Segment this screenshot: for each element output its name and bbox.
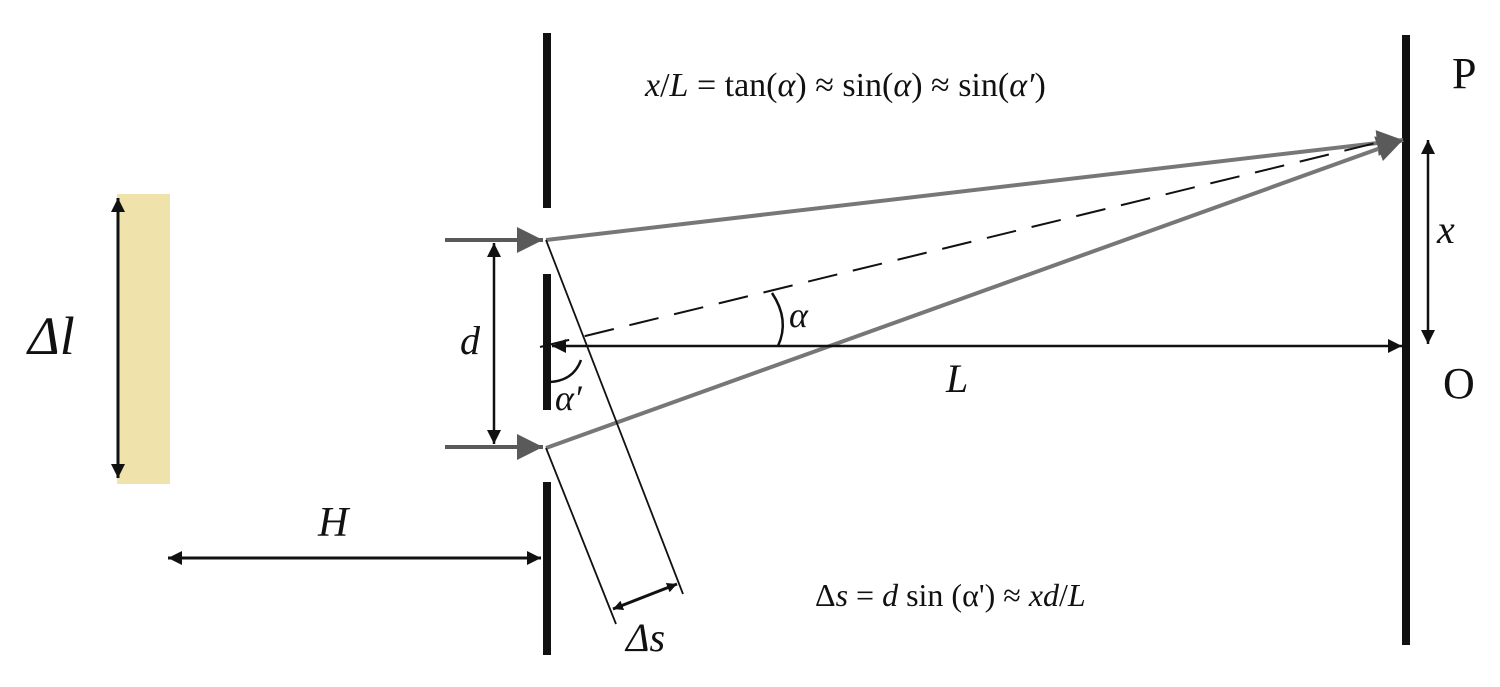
alpha-prime-label: α′ <box>555 378 583 418</box>
alpha-prime-arc <box>546 359 583 384</box>
L-label: L <box>945 356 968 401</box>
equation-bottom: Δs = d sin (α') ≈ xd/L <box>815 577 1086 613</box>
center-ray-dashed <box>539 141 1381 348</box>
ray-top <box>545 130 1404 242</box>
alpha-label: α <box>789 295 809 335</box>
perpendicular-line-1 <box>545 239 684 595</box>
equation-top: x/L = tan(α) ≈ sin(α) ≈ sin(α′) <box>644 67 1046 104</box>
delta-s-label: Δs <box>624 615 665 660</box>
ray-bottom <box>545 136 1404 450</box>
d-label: d <box>460 318 481 363</box>
point-P-label: P <box>1452 49 1476 98</box>
alpha-arc <box>770 292 785 347</box>
H-label: H <box>317 500 351 546</box>
delta-s-arrow <box>612 582 678 611</box>
light-source <box>117 194 170 484</box>
x-label: x <box>1436 207 1455 252</box>
perpendicular-line-2 <box>545 447 617 625</box>
point-O-label: O <box>1443 359 1475 408</box>
delta-l-label: Δl <box>26 306 75 366</box>
